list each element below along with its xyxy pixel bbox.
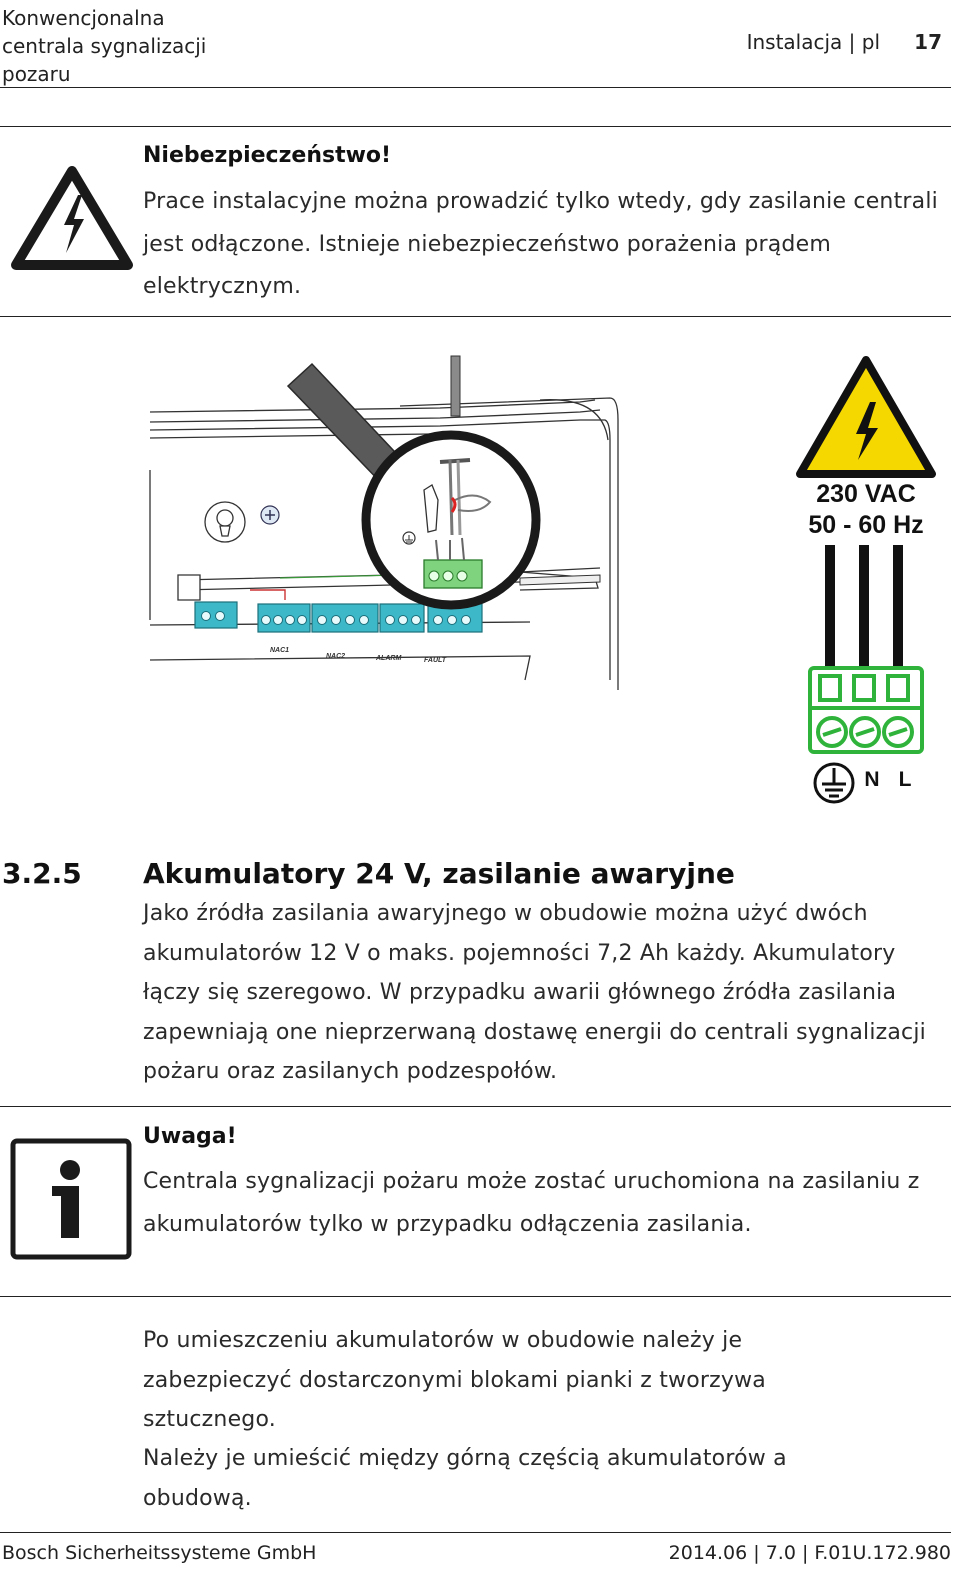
header-title-line-1: Konwencjonalna: [2, 6, 165, 30]
danger-text: Prace instalacyjne można prowadzić tylko…: [143, 189, 938, 299]
header-title-line-3: pozaru: [2, 62, 71, 86]
header-document-title: Konwencjonalna centrala sygnalizacji poz…: [2, 4, 206, 88]
danger-title: Niebezpieczeństwo!: [143, 143, 392, 168]
section-number: 3.2.5: [2, 857, 82, 890]
header-divider: [0, 87, 951, 88]
board-label-fault: FAULT: [424, 657, 447, 664]
high-voltage-warning-icon: [796, 356, 936, 478]
mains-wires: [825, 545, 903, 672]
section-title: Akumulatory 24 V, zasilanie awaryjne: [143, 857, 735, 890]
voltage-label: 230 VAC: [816, 480, 916, 508]
magnified-terminal-detail: [402, 458, 492, 589]
board-label-nac2: NAC2: [326, 653, 345, 660]
footer-divider: [0, 1532, 951, 1533]
header-title-line-2: centrala sygnalizacji: [2, 34, 207, 58]
terminal-label-l: L: [899, 768, 912, 791]
frequency-label: 50 - 60 Hz: [808, 511, 923, 539]
note-bottom-divider: [0, 1296, 951, 1297]
page-number: 17: [914, 30, 942, 54]
closing-paragraph-1: Po umieszczeniu akumulatorów w obudowie …: [143, 1328, 766, 1432]
note-top-divider: [0, 1106, 951, 1107]
terminal-label-n: N: [864, 768, 879, 791]
footer-company: Bosch Sicherheitssysteme GmbH: [2, 1542, 317, 1564]
mains-terminal-block: [808, 666, 924, 754]
electric-shock-warning-icon: [8, 163, 136, 279]
header-section: Instalacja | pl: [746, 30, 880, 54]
installation-figure: NAC1 NAC2 ALARM FAULT 230 VAC 50: [140, 350, 950, 824]
note-title: Uwaga!: [143, 1124, 237, 1149]
board-label-nac1: NAC1: [270, 647, 289, 654]
board-label-alarm: ALARM: [375, 655, 401, 662]
note-text: Centrala sygnalizacji pożaru może zostać…: [143, 1169, 920, 1237]
footer-doc-ref: 2014.06 | 7.0 | F.01U.172.980: [668, 1542, 951, 1564]
section-paragraph: Jako źródła zasilania awaryjnego w obudo…: [143, 901, 926, 1084]
info-icon: [10, 1138, 132, 1264]
danger-top-divider: [0, 126, 951, 127]
earth-ground-icon: [813, 762, 855, 804]
closing-paragraph-2: Należy je umieścić między górną częścią …: [143, 1446, 787, 1511]
danger-bottom-divider: [0, 316, 951, 317]
keyhole-mount: [204, 501, 246, 543]
